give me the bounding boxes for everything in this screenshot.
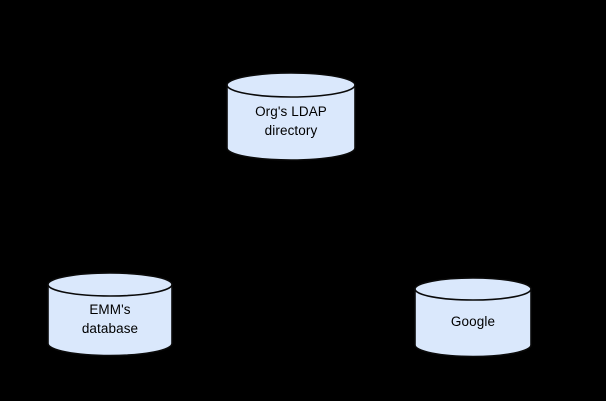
datastore-node-orgs-ldap-directory[interactable]: Org's LDAP directory [226, 72, 356, 161]
datastore-node-google[interactable]: Google [414, 277, 532, 358]
cylinder-shape-icon [414, 277, 532, 358]
datastore-node-emms-database[interactable]: EMM's database [47, 272, 173, 357]
cylinder-shape-icon [226, 72, 356, 161]
cylinder-shape-icon [47, 272, 173, 357]
